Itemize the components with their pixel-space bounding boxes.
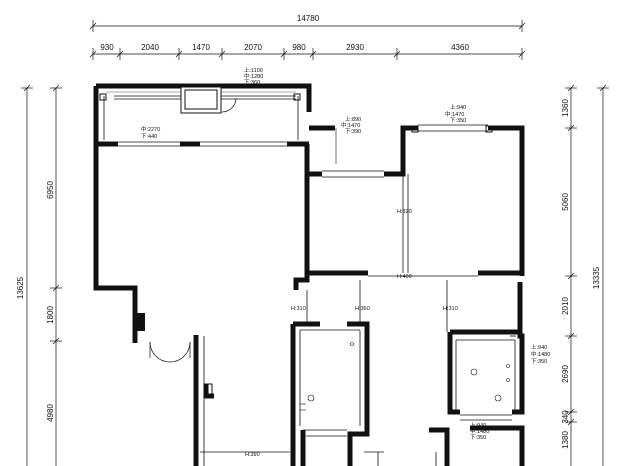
note-line: 下:350 [450, 117, 466, 124]
right-segment-label: 2690 [561, 365, 570, 383]
top-segment-label: 2040 [141, 43, 159, 52]
height-label: H:390 [245, 452, 260, 458]
right-segment-label: 1380 [561, 431, 570, 449]
column-posts [99, 93, 493, 133]
bathroom-fixtures [300, 342, 510, 411]
height-label: H:400 [397, 274, 412, 280]
height-label: H:310 [443, 306, 458, 312]
height-label: H:310 [291, 306, 306, 312]
window-note-right-middle: 上:940 中:1480 下:350 [531, 343, 550, 365]
door-swing-arcs [149, 341, 191, 363]
note-line: 下:350 [531, 358, 547, 365]
top-segment-label: 2070 [244, 43, 262, 52]
overall-height-label-left: 13625 [16, 276, 25, 299]
left-dimension-lines [21, 84, 62, 466]
top-segment-label: 2930 [346, 43, 364, 52]
door-swing-arc-top [221, 97, 237, 113]
note-line: 上:890 [345, 115, 361, 123]
right-segment-label: 2010 [561, 297, 570, 315]
top-dimension-lines [89, 20, 526, 60]
overall-height-label-right: 13335 [592, 266, 601, 289]
note-line: 下:390 [345, 128, 361, 135]
height-label: H:320 [397, 209, 412, 215]
ac-unit-icon [180, 86, 222, 114]
note-line: 中:1470 [341, 121, 360, 129]
left-segment-label: 6950 [46, 181, 55, 199]
right-segment-label: 340 [561, 410, 570, 424]
height-label: H:360 [355, 306, 370, 312]
right-segment-label: 1360 [561, 99, 570, 117]
top-segment-label: 1470 [192, 43, 210, 52]
note-line: 上:940 [450, 103, 466, 111]
meter-box-icon [203, 383, 213, 395]
note-line: 下:440 [141, 133, 157, 140]
window-note-bottom-right: 上:940 中:1480 下:350 [470, 421, 489, 441]
top-segment-label: 980 [292, 43, 306, 52]
right-dimension-lines [565, 84, 609, 466]
window-note-left-room: 中:2270 下:440 [141, 125, 160, 140]
note-line: 下:350 [470, 434, 486, 441]
note-line: 上:940 [470, 421, 486, 429]
top-segment-label: 4360 [451, 43, 469, 52]
window-note-center-room: 上:890 中:1470 下:390 [341, 115, 361, 135]
note-line: 下:360 [244, 79, 260, 86]
left-segment-label: 4980 [46, 404, 55, 422]
left-segment-label: 1800 [46, 306, 55, 324]
top-segment-label: 930 [100, 43, 114, 52]
window-note-top-right: 上:940 中:1470 下:350 [445, 103, 466, 124]
note-line: 中:1480 [531, 350, 550, 358]
exterior-walls [93, 83, 525, 466]
note-line: 上:1100 [244, 66, 263, 74]
note-line: 中:1470 [445, 110, 464, 118]
note-line: 中:1480 [470, 427, 489, 435]
wall-fixture-icon [136, 313, 145, 331]
note-line: 中:1280 [244, 72, 263, 80]
note-line: 上:940 [531, 343, 547, 351]
note-line: 中:2270 [141, 125, 160, 133]
right-segment-label: 5060 [561, 193, 570, 211]
window-note-top-center: 上:1100 中:1280 下:360 [244, 66, 263, 86]
overall-width-label: 14780 [297, 14, 320, 23]
